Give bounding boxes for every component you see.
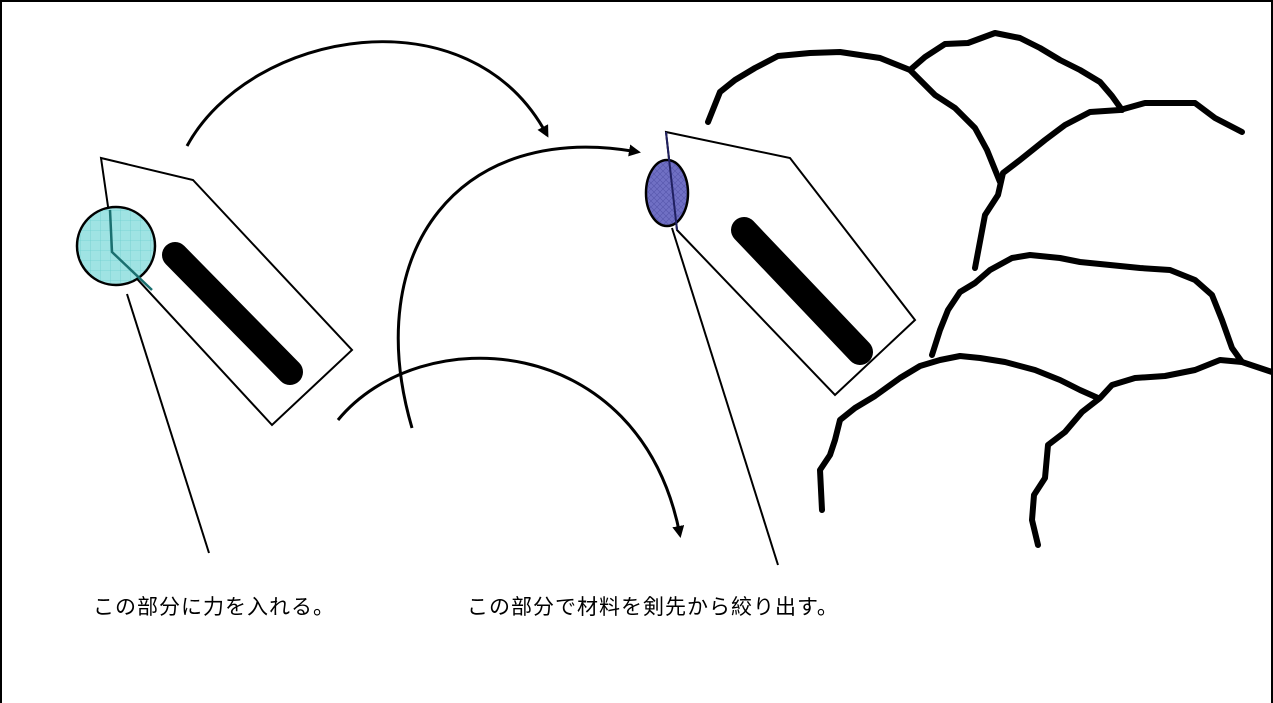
caption-tip-zone: この部分で材料を剣先から絞り出す。 <box>467 595 839 619</box>
cream-swirl-icon <box>1029 357 1273 548</box>
cream-swirl-icon <box>907 30 1125 113</box>
piping-bag-right <box>644 130 917 566</box>
caption-pressure-zone: この部分に力を入れる。 <box>93 595 335 619</box>
cream-swirls <box>705 30 1273 548</box>
cream-swirl-icon <box>817 353 1101 513</box>
cream-swirl-icon <box>972 100 1245 271</box>
curved-arrow-icon <box>396 144 641 429</box>
pressure-zone-leader <box>126 293 210 554</box>
cream-swirl-icon <box>705 49 1003 185</box>
curved-arrow-icon <box>336 356 685 538</box>
tip-zone-leader <box>671 227 779 566</box>
motion-arrows <box>185 40 685 538</box>
curved-arrow-icon <box>185 40 549 147</box>
cream-swirl-icon <box>929 252 1245 365</box>
piping-bag-left <box>75 156 354 554</box>
